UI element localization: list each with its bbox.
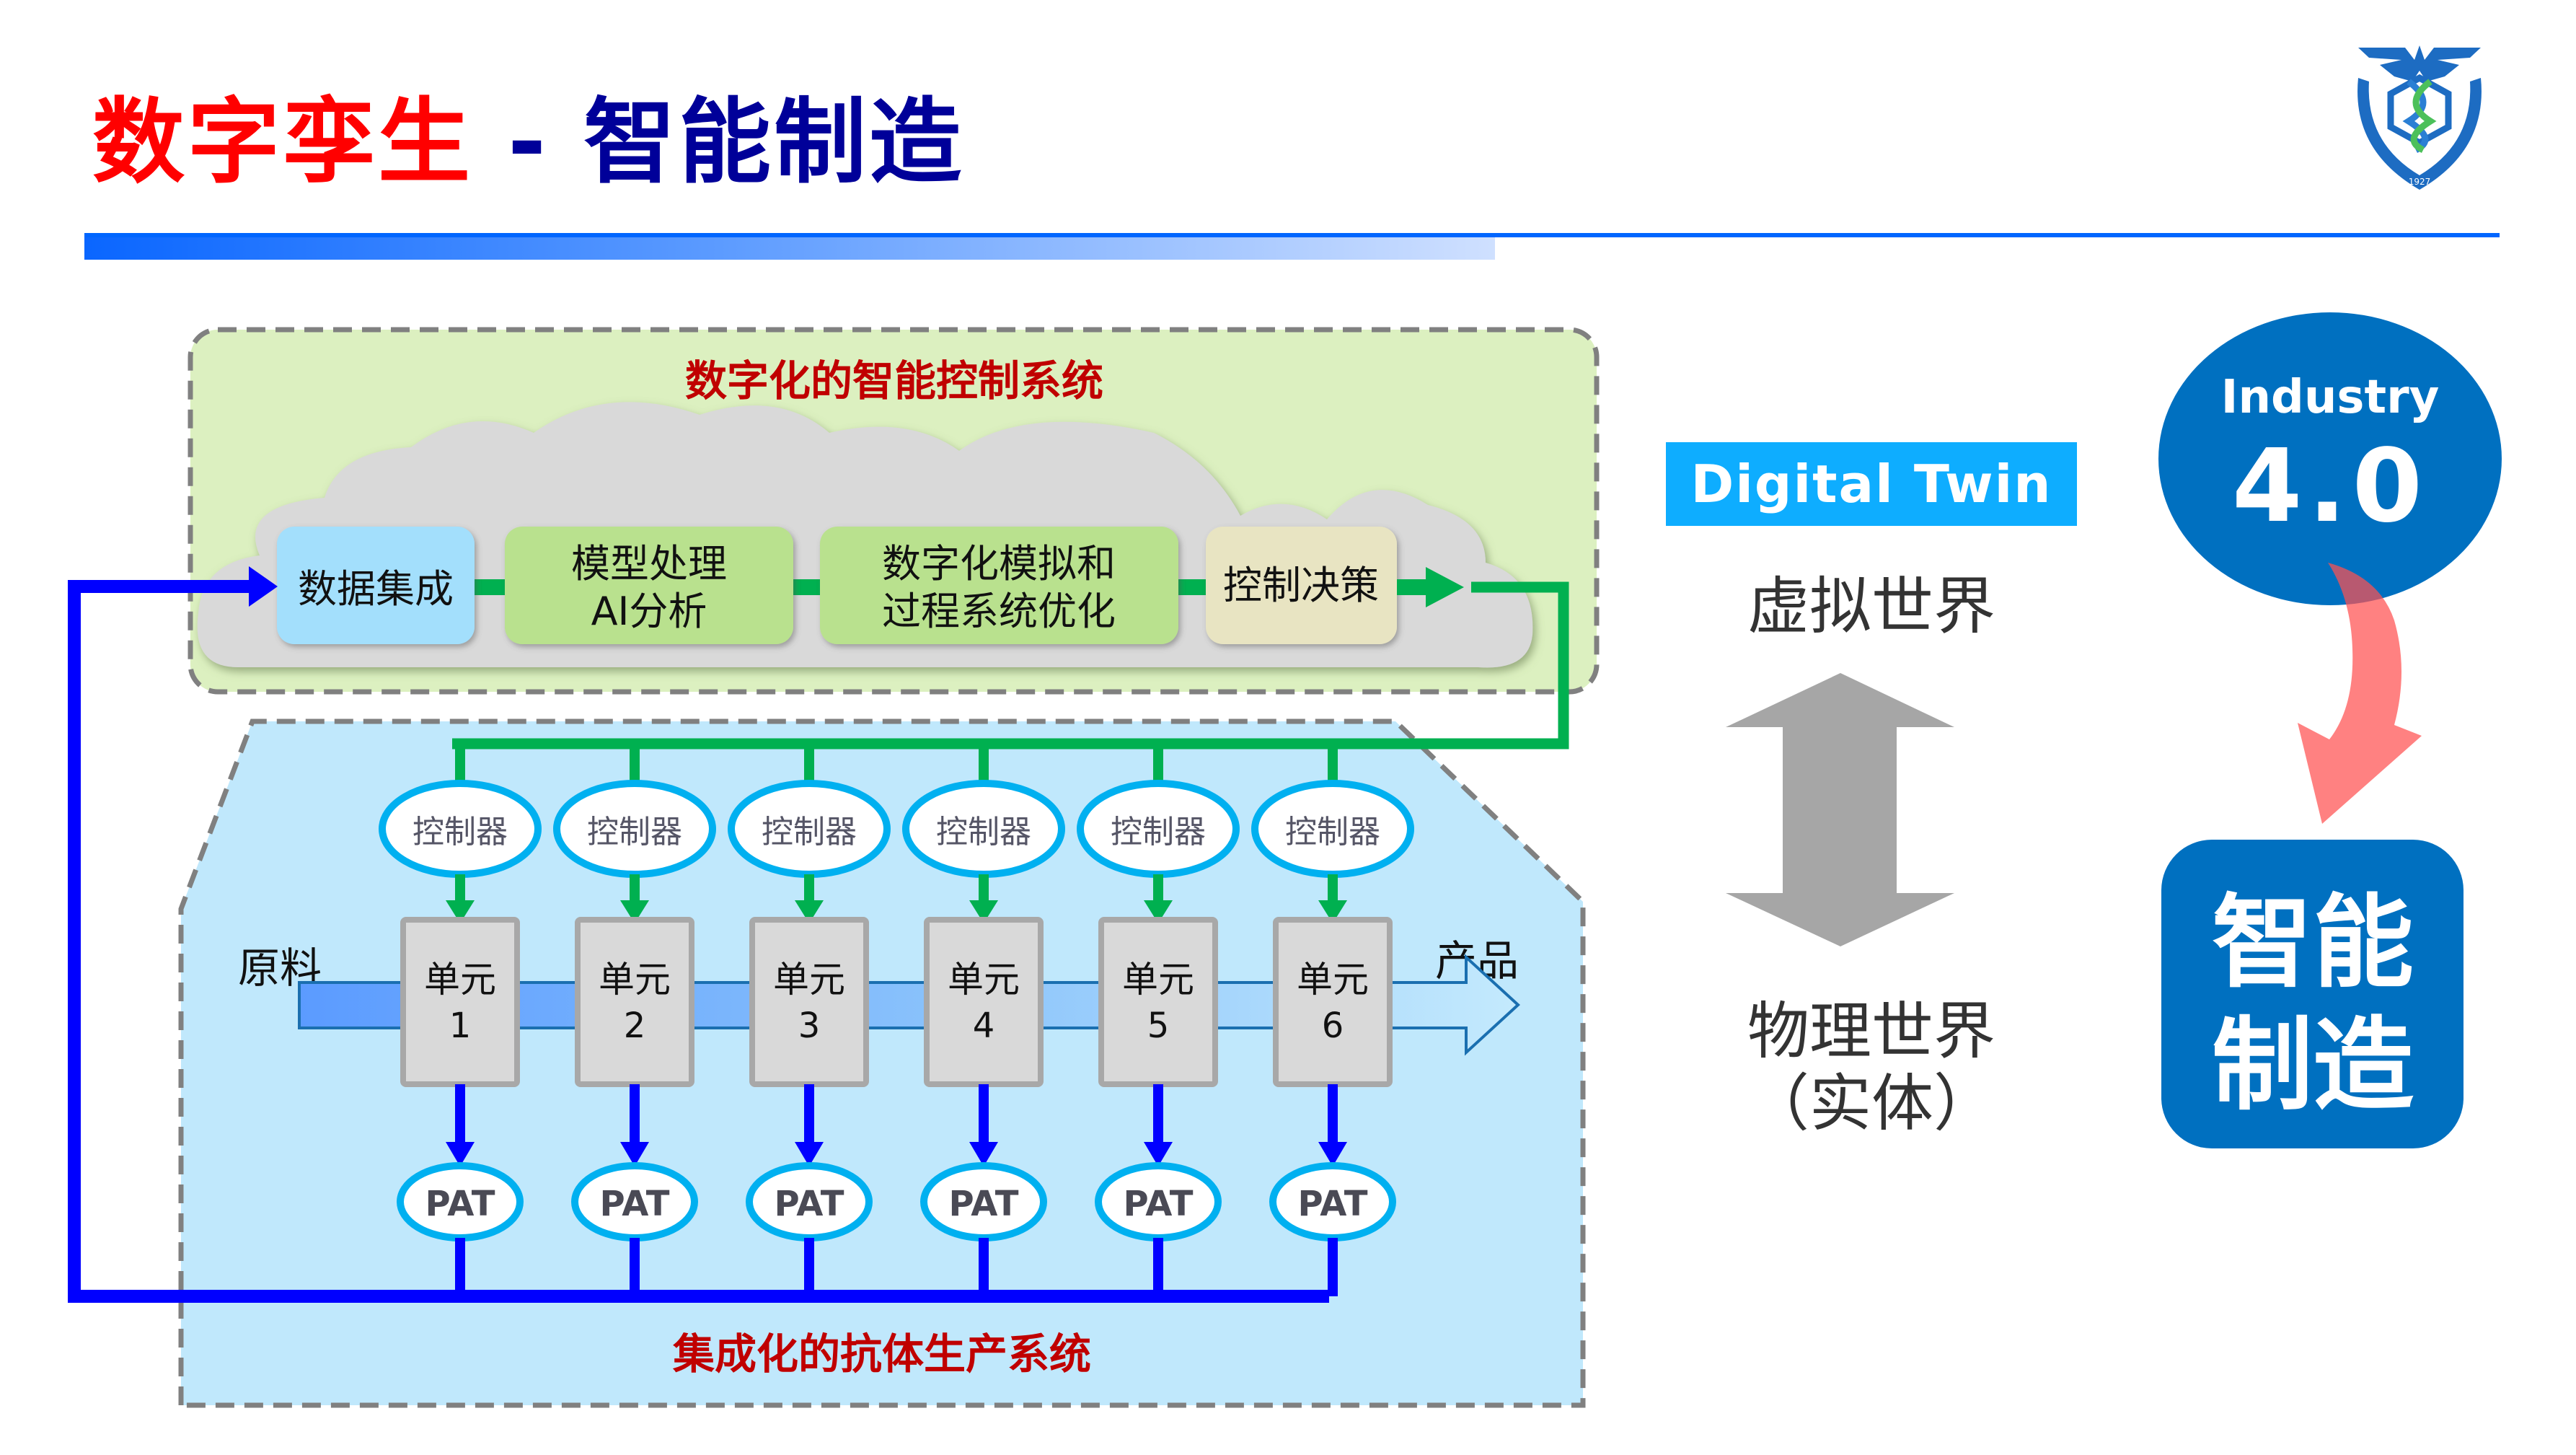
controller-label: 控制器 bbox=[762, 814, 857, 850]
down-arrow-icon bbox=[969, 1142, 998, 1166]
unit-box bbox=[1273, 917, 1393, 1087]
box-model-ai-analysis[interactable]: 模型处理 AI分析 bbox=[505, 527, 793, 644]
unit-label: 单元 bbox=[773, 959, 845, 1001]
smart-manufacturing-line1: 智能 bbox=[2212, 884, 2414, 1002]
down-arrow-icon bbox=[1144, 900, 1173, 923]
production-system-panel bbox=[178, 718, 1586, 1408]
logo-year: 1927 bbox=[2409, 177, 2431, 187]
unit-number: 4 bbox=[973, 1006, 995, 1046]
industry-version: 4.0 bbox=[2232, 428, 2428, 545]
process-stages: 控制器单元1PAT控制器单元2PAT控制器单元3PAT控制器单元4PAT控制器单… bbox=[379, 744, 1414, 1296]
down-arrow-icon bbox=[795, 900, 824, 923]
decision-arrow-icon bbox=[1426, 567, 1464, 607]
down-arrow-icon bbox=[1318, 1142, 1347, 1166]
pat-label: PAT bbox=[1124, 1184, 1194, 1224]
pat-label: PAT bbox=[600, 1184, 670, 1224]
college-logo: 1927 bbox=[2357, 45, 2482, 190]
production-system-title: 集成化的抗体生产系统 bbox=[672, 1329, 1091, 1379]
controller-label: 控制器 bbox=[1285, 814, 1380, 850]
unit-number: 3 bbox=[798, 1006, 821, 1046]
unit-number: 6 bbox=[1322, 1006, 1344, 1046]
header-gradient-bar bbox=[84, 237, 1495, 260]
eagle-wings-icon bbox=[2358, 45, 2481, 82]
svg-text:过程系统优化: 过程系统优化 bbox=[882, 589, 1116, 634]
unit-label: 单元 bbox=[1297, 959, 1369, 1001]
pat-label: PAT bbox=[1298, 1184, 1368, 1224]
unit-number: 1 bbox=[449, 1006, 472, 1046]
header-rule bbox=[84, 233, 2500, 237]
svg-text:数字化模拟和: 数字化模拟和 bbox=[882, 541, 1116, 586]
title-separator: - bbox=[508, 89, 550, 196]
unit-box bbox=[749, 917, 869, 1087]
hexagon-icon bbox=[2387, 74, 2452, 147]
controller-label: 控制器 bbox=[1111, 814, 1206, 850]
unit-box bbox=[575, 917, 694, 1087]
unit-box bbox=[924, 917, 1044, 1087]
page-title: 数字孪生-智能制造 bbox=[92, 85, 964, 201]
feedback-loop-line bbox=[68, 580, 1329, 1303]
pat-label: PAT bbox=[775, 1184, 844, 1224]
unit-label: 单元 bbox=[599, 959, 671, 1001]
down-arrow-icon bbox=[795, 1142, 824, 1166]
title-smart-manufacturing: 智能制造 bbox=[583, 89, 965, 196]
virtual-world-label: 虚拟世界 bbox=[1747, 571, 1995, 643]
down-arrow-icon bbox=[446, 900, 475, 923]
physical-world-note: （实体） bbox=[1747, 1068, 1995, 1140]
controller-label: 控制器 bbox=[413, 814, 508, 850]
svg-text:数据集成: 数据集成 bbox=[298, 566, 454, 612]
feedback-arrow-icon bbox=[249, 566, 278, 607]
unit-label: 单元 bbox=[1122, 959, 1194, 1001]
svg-text:AI分析: AI分析 bbox=[591, 589, 707, 634]
down-arrow-icon bbox=[620, 900, 649, 923]
physical-world-text: 物理世界 bbox=[1747, 995, 1995, 1068]
controller-label: 控制器 bbox=[936, 814, 1031, 850]
connector-2-3 bbox=[792, 579, 822, 595]
pat-label: PAT bbox=[425, 1184, 495, 1224]
curved-arrow-icon bbox=[2298, 563, 2422, 824]
down-arrow-icon bbox=[1318, 900, 1347, 923]
unit-number: 5 bbox=[1147, 1006, 1170, 1046]
bidirectional-arrow-icon bbox=[1726, 673, 1954, 946]
down-arrow-icon bbox=[620, 1142, 649, 1166]
physical-world-label: 物理世界 （实体） bbox=[1666, 995, 2077, 1140]
logo-ring bbox=[2357, 78, 2482, 190]
control-system-title: 数字化的智能控制系统 bbox=[685, 356, 1103, 405]
svg-text:模型处理: 模型处理 bbox=[571, 541, 727, 586]
unit-box bbox=[1098, 917, 1218, 1087]
down-arrow-icon bbox=[446, 1142, 475, 1166]
decision-output-line bbox=[1397, 579, 1427, 595]
industry-label: Industry bbox=[2221, 371, 2440, 424]
down-arrow-icon bbox=[969, 900, 998, 923]
smart-manufacturing-box bbox=[2161, 840, 2463, 1148]
box-digital-simulation-optimization[interactable]: 数字化模拟和 过程系统优化 bbox=[820, 527, 1178, 644]
svg-text:控制决策: 控制决策 bbox=[1223, 563, 1379, 608]
smart-manufacturing-line2: 制造 bbox=[2212, 1007, 2414, 1125]
connector-1-2 bbox=[475, 579, 506, 595]
box-data-integration[interactable]: 数据集成 bbox=[277, 527, 475, 644]
unit-label: 单元 bbox=[948, 959, 1020, 1001]
connector-3-4 bbox=[1177, 579, 1207, 595]
down-arrow-icon bbox=[1144, 1142, 1173, 1166]
controller-label: 控制器 bbox=[587, 814, 682, 850]
title-digital-twin: 数字孪生 bbox=[92, 89, 474, 196]
box-control-decision[interactable]: 控制决策 bbox=[1206, 527, 1397, 644]
unit-box bbox=[400, 917, 520, 1087]
industry-badge bbox=[2158, 312, 2502, 605]
digital-twin-badge: Digital Twin bbox=[1666, 442, 2077, 526]
unit-number: 2 bbox=[624, 1006, 646, 1046]
unit-label: 单元 bbox=[424, 959, 496, 1001]
pat-label: PAT bbox=[949, 1184, 1019, 1224]
